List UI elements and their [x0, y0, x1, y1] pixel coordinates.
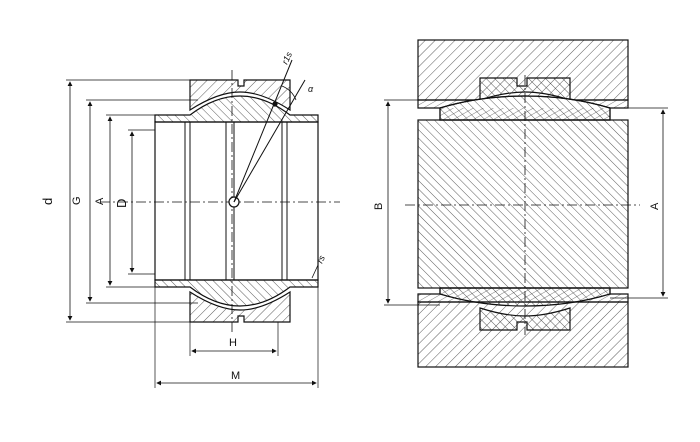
outer-ring-bottom: [189, 290, 291, 323]
dim-label-B: B: [373, 203, 385, 210]
shaft: [417, 119, 629, 289]
annotation-alpha: α: [308, 84, 314, 94]
bore-outline: [154, 121, 319, 281]
annotation-rs: rs: [315, 253, 327, 264]
housing-bottom: [417, 301, 629, 368]
right-view: [384, 39, 668, 368]
dim-label-M: M: [231, 370, 240, 382]
outer-ring-top: [189, 79, 291, 112]
dim-label-H: H: [229, 337, 237, 349]
dim-label-D: D: [114, 199, 129, 208]
left-view: [66, 59, 340, 388]
dim-label-A-right: A: [649, 202, 661, 210]
dim-label-A-left: A: [94, 197, 106, 205]
annotation-r1s: r1s: [280, 50, 295, 66]
dim-label-G: G: [71, 196, 83, 205]
dim-label-d: d: [40, 198, 55, 205]
inner-ring-top: [154, 95, 319, 123]
inner-ring-bottom: [154, 279, 319, 307]
